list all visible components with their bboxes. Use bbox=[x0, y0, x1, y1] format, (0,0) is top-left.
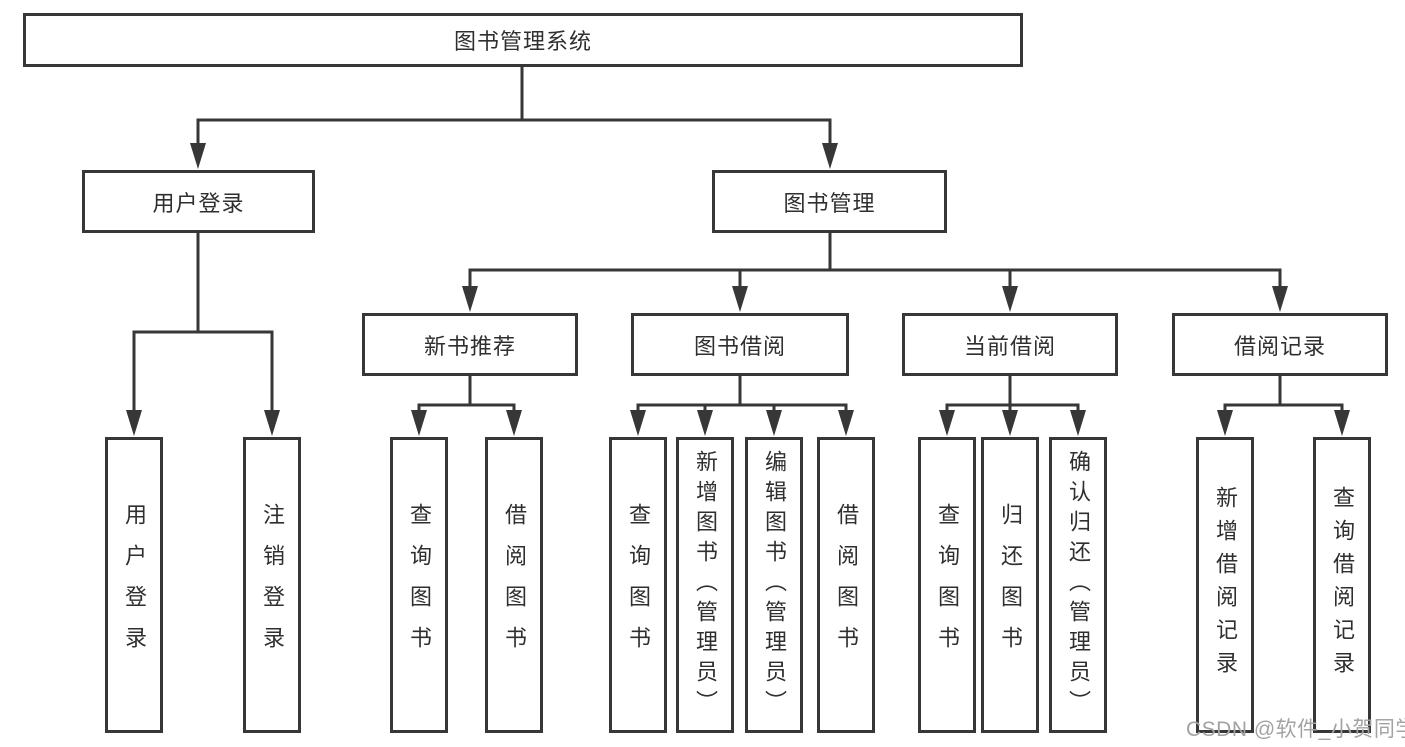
arrow-down-icon bbox=[1002, 286, 1018, 312]
arrow-down-icon bbox=[1070, 410, 1086, 436]
arrow-down-icon bbox=[264, 410, 280, 436]
leaf-label: 查询借阅记录 bbox=[1330, 486, 1355, 684]
csdn-watermark: CSDN @软件_小贺同学 bbox=[1186, 718, 1405, 741]
connector-root-to-level2 bbox=[190, 67, 838, 169]
connector-current-to-leaves bbox=[939, 376, 1086, 436]
connector-borrow-to-leaves bbox=[630, 376, 854, 436]
arrow-down-icon bbox=[822, 143, 838, 169]
leaf-label: 查询图书 bbox=[626, 503, 651, 667]
node-label: 图书借阅 bbox=[693, 333, 786, 359]
arrow-down-icon bbox=[732, 286, 748, 312]
arrow-down-icon bbox=[838, 410, 854, 436]
node-borrow-record: 借阅记录 bbox=[1172, 313, 1388, 376]
leaf-user-login: 用户登录 bbox=[105, 437, 163, 733]
leaf-label: 归还图书 bbox=[998, 503, 1023, 667]
leaf-edit-books-admin: 编辑图书（管理员） bbox=[745, 437, 803, 733]
leaf-label: 查询图书 bbox=[407, 503, 432, 667]
node-new-book-recommend: 新书推荐 bbox=[362, 313, 578, 376]
leaf-add-borrow-record: 新增借阅记录 bbox=[1196, 437, 1254, 733]
arrow-down-icon bbox=[411, 410, 427, 436]
leaf-label: 新增借阅记录 bbox=[1213, 486, 1238, 684]
arrow-down-icon bbox=[126, 410, 142, 436]
leaf-confirm-return-admin: 确认归还（管理员） bbox=[1049, 437, 1107, 733]
leaf-label: 确认归还（管理员） bbox=[1066, 450, 1091, 720]
node-label: 用户登录 bbox=[152, 190, 245, 216]
node-system-root: 图书管理系统 bbox=[23, 13, 1023, 67]
node-book-borrow: 图书借阅 bbox=[631, 313, 849, 376]
arrow-down-icon bbox=[939, 410, 955, 436]
arrow-down-icon bbox=[1217, 410, 1233, 436]
node-label: 借阅记录 bbox=[1233, 333, 1326, 359]
arrow-down-icon bbox=[190, 143, 206, 169]
node-user-login: 用户登录 bbox=[82, 170, 315, 233]
leaf-query-books-current: 查询图书 bbox=[918, 437, 976, 733]
node-label: 新书推荐 bbox=[423, 333, 516, 359]
leaf-return-books: 归还图书 bbox=[981, 437, 1039, 733]
leaf-label: 编辑图书（管理员） bbox=[762, 450, 787, 720]
connector-newbook-to-leaves bbox=[411, 376, 522, 436]
node-label: 图书管理系统 bbox=[453, 29, 592, 54]
leaf-label: 注销登录 bbox=[260, 503, 285, 667]
connector-login-to-leaves bbox=[126, 233, 280, 436]
connector-bookmgmt-to-level3 bbox=[462, 233, 1288, 312]
arrow-down-icon bbox=[1002, 410, 1018, 436]
arrow-down-icon bbox=[630, 410, 646, 436]
node-current-borrow: 当前借阅 bbox=[902, 313, 1118, 376]
arrow-down-icon bbox=[1272, 286, 1288, 312]
leaf-label: 借阅图书 bbox=[834, 503, 859, 667]
leaf-borrow-books-recommend: 借阅图书 bbox=[485, 437, 543, 733]
leaf-query-books-borrow: 查询图书 bbox=[609, 437, 667, 733]
leaf-label: 查询图书 bbox=[935, 503, 960, 667]
leaf-borrow-books: 借阅图书 bbox=[817, 437, 875, 733]
leaf-label: 新增图书（管理员） bbox=[693, 450, 718, 720]
leaf-add-books-admin: 新增图书（管理员） bbox=[676, 437, 734, 733]
node-label: 图书管理 bbox=[783, 190, 876, 216]
leaf-logout: 注销登录 bbox=[243, 437, 301, 733]
arrow-down-icon bbox=[1334, 410, 1350, 436]
arrow-down-icon bbox=[462, 286, 478, 312]
leaf-query-books-recommend: 查询图书 bbox=[390, 437, 448, 733]
arrow-down-icon bbox=[766, 410, 782, 436]
connector-record-to-leaves bbox=[1217, 376, 1350, 436]
leaf-query-borrow-record: 查询借阅记录 bbox=[1313, 437, 1371, 733]
leaf-label: 用户登录 bbox=[122, 503, 147, 667]
arrow-down-icon bbox=[506, 410, 522, 436]
node-book-management: 图书管理 bbox=[712, 170, 947, 233]
arrow-down-icon bbox=[697, 410, 713, 436]
leaf-label: 借阅图书 bbox=[502, 503, 527, 667]
node-label: 当前借阅 bbox=[963, 333, 1056, 359]
